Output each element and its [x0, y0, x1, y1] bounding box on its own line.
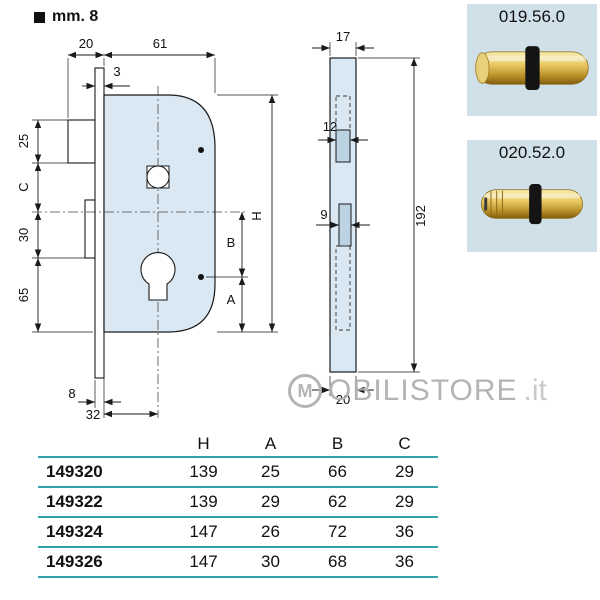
fixing-dot-top — [198, 147, 204, 153]
dim-label-20-bottom: 20 — [336, 392, 350, 407]
product-card-1: 019.56.0 — [467, 4, 597, 116]
col-header-C: C — [398, 433, 411, 453]
watermark: M OBILISTORE .it — [288, 374, 547, 408]
value-cell: 36 — [395, 522, 414, 541]
value-cell: 29 — [395, 492, 414, 511]
col-header-H: H — [197, 433, 210, 453]
value-cell: 147 — [189, 522, 218, 541]
deadbolt-box — [84, 199, 96, 259]
unit-label: mm. 8 — [34, 8, 98, 26]
table-row: 149320 139 25 66 29 — [38, 456, 438, 486]
cylinder-photo-1 — [475, 46, 589, 90]
dim-label-3: 3 — [113, 64, 120, 79]
dim-label-A: A — [227, 292, 236, 307]
col-header-B: B — [331, 433, 344, 453]
latch-box — [67, 119, 96, 164]
dim-label-25: 25 — [16, 134, 31, 148]
dim-label-20: 20 — [79, 36, 93, 51]
watermark-tld: .it — [523, 374, 547, 407]
value-cell: 147 — [189, 552, 218, 571]
value-cell: 139 — [189, 462, 218, 481]
value-cell: 66 — [328, 462, 347, 481]
table-row: 149324 147 26 72 36 — [38, 516, 438, 546]
product-code-1: 019.56.0 — [498, 7, 566, 26]
follower-circle — [146, 165, 170, 189]
value-cell: 30 — [261, 552, 280, 571]
table-row: 149322 139 29 62 29 — [38, 486, 438, 516]
dim-label-32: 32 — [86, 407, 100, 422]
value-cell: 36 — [395, 552, 414, 571]
dim-label-17: 17 — [336, 29, 350, 44]
hidden-outline-bottom — [335, 245, 351, 331]
dim-label-C: C — [16, 182, 31, 191]
dim-label-9: 9 — [320, 207, 327, 222]
dim-label-B: B — [227, 235, 236, 250]
technical-drawing: 20 61 3 25 C 30 65 H — [16, 29, 428, 422]
dim-label-65: 65 — [16, 288, 31, 302]
dim-label-12: 12 — [323, 119, 337, 134]
hidden-outline-top — [335, 95, 351, 131]
cylinder-photo-2 — [481, 184, 583, 225]
lock-body — [103, 94, 216, 333]
dim-label-61: 61 — [153, 36, 167, 51]
bullet-square-icon — [34, 11, 45, 23]
latch-slot — [335, 129, 351, 163]
watermark-logo-icon: M — [288, 374, 322, 408]
watermark-name: OBILISTORE — [328, 374, 518, 407]
dim-label-30: 30 — [16, 228, 31, 242]
cylinder-hole — [140, 252, 176, 301]
dim-label-8: 8 — [68, 386, 75, 401]
product-code-cell: 149320 — [46, 462, 103, 481]
col-header-A: A — [264, 433, 277, 453]
fixing-dot-bottom — [198, 274, 204, 280]
deadbolt-slot — [338, 203, 352, 247]
product-card-2: 020.52.0 — [467, 140, 597, 252]
table-row: 149326 147 30 68 36 — [38, 546, 438, 576]
value-cell: 72 — [328, 522, 347, 541]
product-code-cell: 149324 — [46, 522, 103, 541]
value-cell: 25 — [261, 462, 280, 481]
product-code-2: 020.52.0 — [498, 143, 566, 162]
value-cell: 26 — [261, 522, 280, 541]
side-view: 17 12 9 192 20 — [312, 29, 428, 407]
product-code-cell: 149322 — [46, 492, 103, 511]
product-code-cell: 149326 — [46, 552, 103, 571]
value-cell: 29 — [261, 492, 280, 511]
value-cell: 139 — [189, 492, 218, 511]
dim-label-H: H — [249, 211, 264, 220]
table-header-row: H A B C — [38, 431, 438, 456]
value-cell: 68 — [328, 552, 347, 571]
value-cell: 62 — [328, 492, 347, 511]
value-cell: 29 — [395, 462, 414, 481]
unit-label-text: mm. 8 — [52, 8, 99, 25]
front-view: 20 61 3 25 C 30 65 H — [16, 36, 278, 422]
size-table: H A B C 149320 139 25 66 29 149322 139 2… — [38, 431, 438, 578]
dim-label-192: 192 — [413, 205, 428, 227]
faceplate — [94, 67, 105, 379]
